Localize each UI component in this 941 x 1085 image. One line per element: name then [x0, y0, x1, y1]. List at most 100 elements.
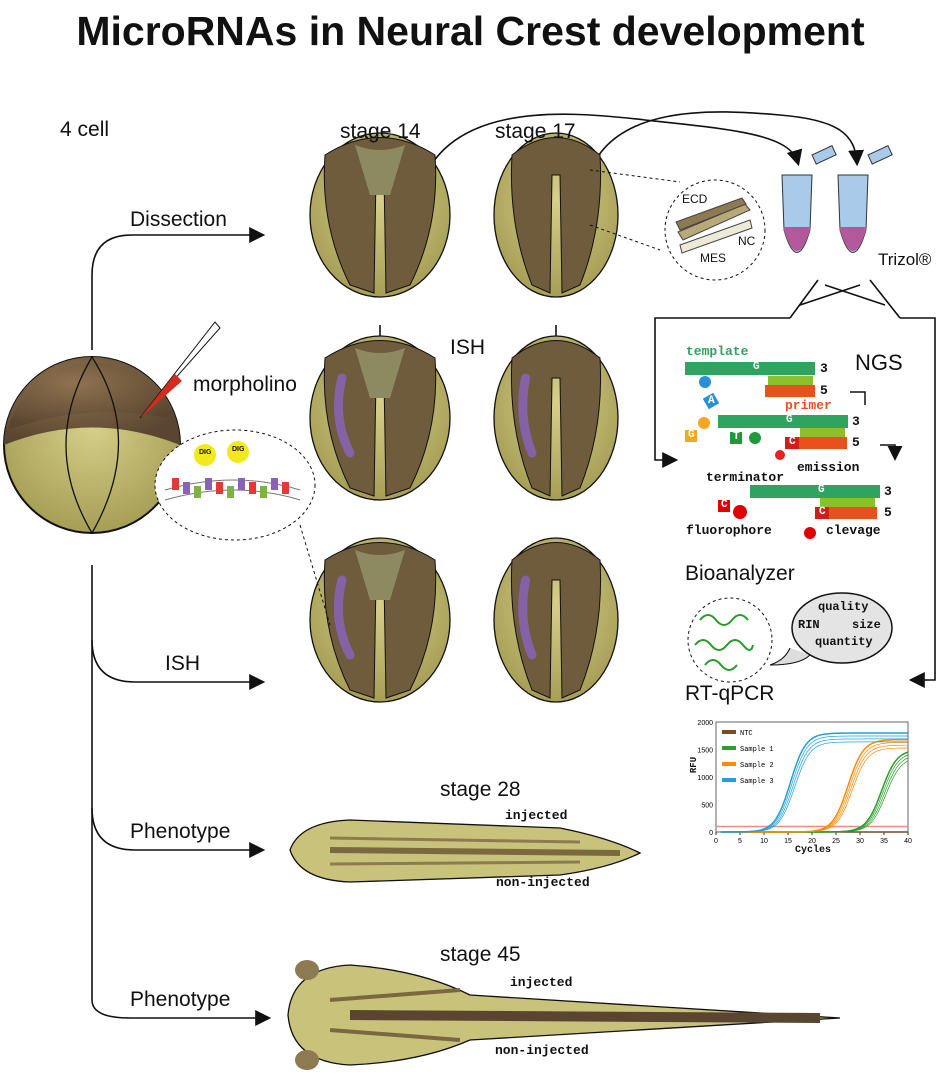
x-tick-label: 10 [760, 838, 768, 845]
chart-ylabel: RFU [689, 756, 700, 774]
label-ish-branch: ISH [165, 652, 201, 675]
ngs-end-5b: 5 [852, 435, 860, 450]
probe-base [205, 478, 212, 490]
trizol-tubes [781, 145, 893, 253]
probe-base [227, 486, 234, 498]
bioanalyzer-quantity: quantity [815, 635, 873, 649]
label-dig-1: DIG [199, 449, 212, 456]
x-tick-label: 25 [832, 838, 840, 845]
x-tick-label: 15 [784, 838, 792, 845]
label-stage-45: stage 45 [440, 943, 521, 966]
ngs-base-g2: G [786, 414, 793, 426]
ngs-end-3a: 3 [820, 361, 828, 376]
probe-base [183, 482, 190, 494]
ngs-fluorophore-label: fluorophore [686, 523, 772, 538]
ngs-end-3c: 3 [884, 484, 892, 499]
embryo-stage-14-ish [309, 335, 451, 501]
series-line-sample-3 [720, 741, 908, 833]
label-phenotype-1: Phenotype [130, 820, 231, 843]
rtqpcr-title: RT-qPCR [685, 682, 775, 705]
legend-swatch [722, 762, 736, 766]
ngs-title: NGS [855, 350, 903, 375]
bioanalyzer-graphic [687, 592, 893, 683]
legend-label: Sample 3 [740, 778, 774, 786]
x-tick-label: 35 [880, 838, 888, 845]
stage45-tadpole [287, 960, 841, 1070]
label-ecd: ECD [682, 192, 708, 206]
label-phenotype-2: Phenotype [130, 988, 231, 1011]
probe-base [216, 482, 223, 494]
probe-base [238, 478, 245, 490]
legend-swatch [722, 778, 736, 782]
ngs-schematic [685, 362, 895, 539]
legend-label: Sample 2 [740, 762, 774, 770]
bioanalyzer-rin: RIN [798, 618, 820, 632]
ngs-base-c2: C [819, 506, 826, 518]
label-nc: NC [738, 234, 756, 248]
ngs-template-label: template [686, 344, 749, 359]
ngs-base-c3: C [721, 499, 728, 511]
legend-label: Sample 1 [740, 746, 774, 754]
bioanalyzer-size: size [852, 618, 881, 632]
ngs-end-5a: 5 [820, 383, 828, 398]
x-tick-label: 30 [856, 838, 864, 845]
ngs-end-3b: 3 [852, 414, 860, 429]
label-injected-45: injected [510, 975, 573, 990]
x-tick-label: 40 [904, 838, 912, 845]
label-stage-14: stage 14 [340, 120, 421, 143]
embryo-stage-17-ish [493, 537, 619, 703]
legend-swatch [722, 746, 736, 750]
bioanalyzer-title: Bioanalyzer [685, 562, 795, 585]
page-title: MicroRNAs in Neural Crest development [76, 8, 865, 54]
label-injected-28: injected [505, 808, 568, 823]
chart-xlabel: Cycles [795, 845, 832, 856]
ngs-base-g3: G [818, 484, 825, 496]
ngs-emission-label: emission [797, 460, 860, 475]
embryo-stage-17 [493, 132, 619, 298]
y-tick-label: 0 [709, 830, 713, 837]
legend-label: NTC [740, 730, 753, 738]
probe-base [249, 482, 256, 494]
embryo-stage-14 [309, 132, 451, 298]
label-noninjected-28: non-injected [496, 875, 590, 890]
label-ish-middle: ISH [450, 336, 486, 359]
ngs-base-a: A [708, 395, 715, 407]
y-tick-label: 500 [701, 803, 713, 810]
dissection-inset [589, 169, 766, 281]
x-tick-label: 0 [714, 838, 718, 845]
label-dig-2: DIG [232, 446, 245, 453]
bioanalyzer-quality: quality [818, 600, 869, 614]
probe-base [271, 478, 278, 490]
plot-area [715, 721, 909, 833]
ngs-clevage-label: clevage [826, 523, 881, 538]
probe-base [172, 478, 179, 490]
ngs-end-5c: 5 [884, 505, 892, 520]
y-tick-label: 1000 [697, 775, 713, 782]
y-tick-label: 2000 [697, 720, 713, 727]
probe-base [260, 486, 267, 498]
embryos [309, 132, 619, 703]
x-tick-label: 5 [738, 838, 742, 845]
label-stage-17: stage 17 [495, 120, 576, 143]
embryo-stage-14-ish [309, 537, 451, 703]
embryo-stage-17-ish [493, 335, 619, 501]
ngs-primer-label: primer [785, 398, 832, 413]
y-tick-label: 1500 [697, 748, 713, 755]
ngs-base-g4: G [688, 429, 695, 441]
label-stage-28: stage 28 [440, 778, 521, 801]
label-dissection: Dissection [130, 208, 227, 231]
label-4-cell: 4 cell [60, 118, 110, 141]
ngs-base-g1: G [753, 361, 760, 373]
label-mes: MES [700, 251, 727, 265]
label-noninjected-45: non-injected [495, 1043, 589, 1058]
stage28-tadpole [289, 819, 642, 883]
ish-probe-inset [154, 429, 331, 626]
ngs-terminator-label: terminator [706, 470, 785, 485]
ngs-base-c1: C [789, 436, 796, 448]
label-trizol: Trizol® [878, 250, 932, 269]
ngs-base-t: T [733, 431, 740, 443]
legend-swatch [722, 730, 736, 734]
